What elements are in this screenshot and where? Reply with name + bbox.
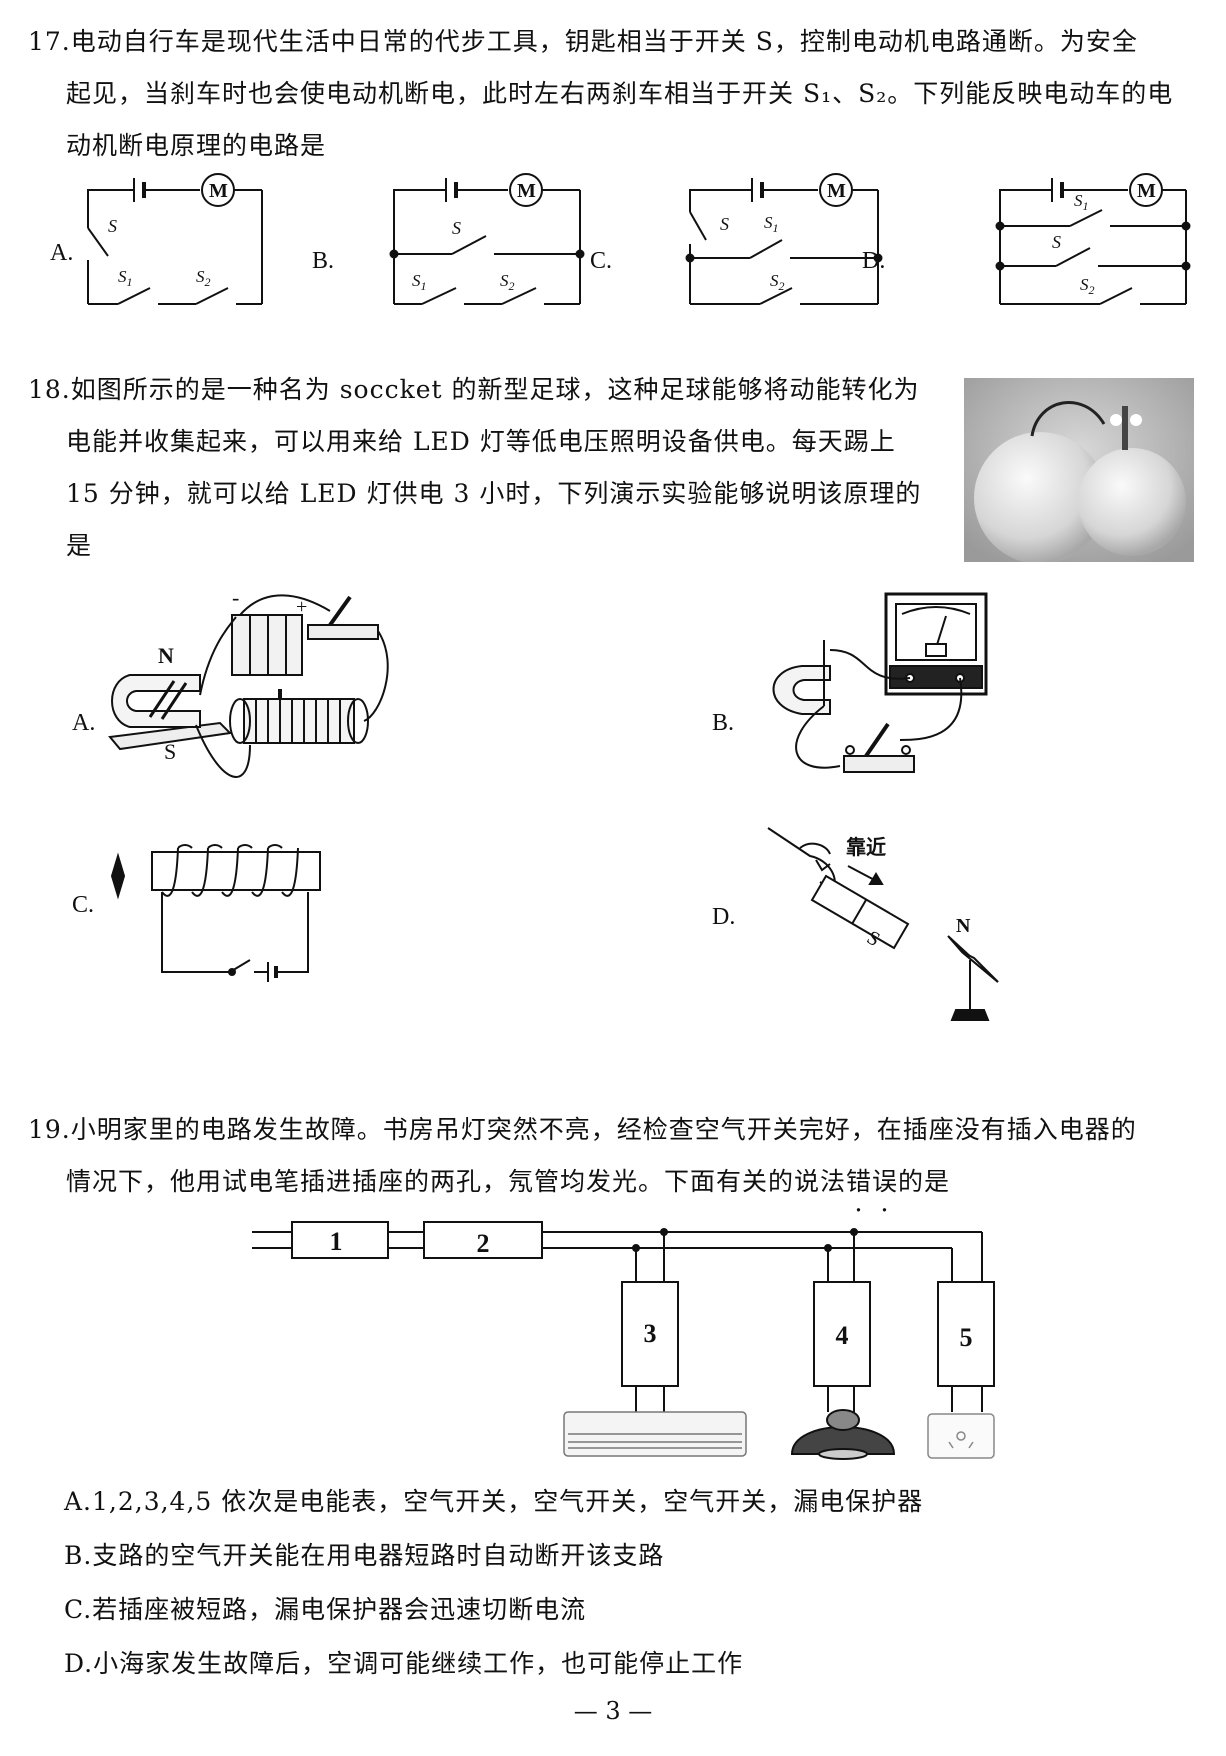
svg-text:S2: S2: [770, 271, 785, 293]
svg-text:2: 2: [477, 1229, 490, 1258]
svg-text:S: S: [108, 216, 117, 236]
svg-text:S2: S2: [500, 271, 515, 293]
q17-circuit-c: M S S1 S2: [685, 173, 883, 305]
q18-option-a-label[interactable]: A.: [72, 710, 96, 736]
q17-option-a-label[interactable]: A.: [50, 240, 74, 266]
q19-option-d[interactable]: D.小海家发生故障后，空调可能继续工作，也可能停止工作: [64, 1649, 744, 1678]
q19-option-a[interactable]: A.1,2,3,4,5 依次是电能表，空气开关，空气开关，空气开关，漏电保护器: [64, 1487, 924, 1516]
q18-option-d-label[interactable]: D.: [712, 904, 736, 930]
question-19: 19.小明家里的电路发生故障。书房吊灯突然不亮，经检查空气开关完好，在插座没有插…: [28, 1104, 1198, 1208]
q18-line3: 15 分钟，就可以给 LED 灯供电 3 小时，下列演示实验能够说明该原理的: [66, 479, 922, 508]
socket-icon: [927, 1413, 995, 1459]
svg-text:+: +: [296, 596, 307, 618]
svg-text:M: M: [517, 180, 536, 202]
svg-text:-: -: [232, 585, 239, 610]
svg-text:M: M: [827, 180, 846, 202]
svg-text:S: S: [1052, 232, 1061, 252]
svg-text:N: N: [158, 643, 174, 668]
lamp-icon: [790, 1409, 896, 1460]
svg-text:1: 1: [330, 1227, 343, 1256]
svg-text:3: 3: [644, 1319, 657, 1348]
svg-text:5: 5: [960, 1323, 973, 1352]
q17-line3: 动机断电原理的电路是: [66, 131, 327, 160]
page-number: — 3 —: [573, 1697, 653, 1725]
q19-option-b[interactable]: B.支路的空气开关能在用电器短路时自动断开该支路: [64, 1541, 665, 1570]
svg-text:M: M: [209, 180, 228, 202]
svg-text:N: N: [956, 915, 971, 937]
q18-experiment-d: S 靠近 N: [767, 827, 999, 1021]
q17-circuit-b: M S S1 S2: [389, 173, 585, 305]
q19-line2: 情况下，他用试电笔插进插座的两孔，氖管均发光。下面有关的说法错误的是: [28, 1156, 1198, 1208]
q19-option-c[interactable]: C.若插座被短路，漏电保护器会迅速切断电流: [64, 1595, 587, 1624]
q18-experiment-c: [110, 844, 321, 982]
arrow-icon: [868, 872, 884, 885]
svg-text:S1: S1: [118, 267, 133, 289]
svg-text:S: S: [452, 218, 461, 238]
svg-text:4: 4: [836, 1321, 849, 1350]
q17-option-c-label[interactable]: C.: [590, 248, 613, 274]
svg-text:靠近: 靠近: [846, 835, 886, 859]
q18-experiment-b: [772, 592, 988, 773]
question-18: 18.如图所示的是一种名为 soccket 的新型足球，这种足球能够将动能转化为…: [28, 364, 948, 572]
svg-text:S: S: [164, 739, 176, 764]
svg-text:S1: S1: [1074, 191, 1089, 213]
q18-line4: 是: [66, 531, 93, 560]
q19-line1: 19.小明家里的电路发生故障。书房吊灯突然不亮，经检查空气开关完好，在插座没有插…: [28, 1115, 1137, 1144]
q17-circuit-a: M S S1 S2: [87, 173, 263, 305]
soccket-ball-photo: [964, 378, 1194, 562]
q18-experiment-a: N S - +: [108, 585, 389, 778]
q17-circuit-d: M S1 S S2: [995, 173, 1191, 305]
q18-option-b-label[interactable]: B.: [712, 710, 735, 736]
svg-text:S1: S1: [764, 213, 779, 235]
svg-text:S2: S2: [196, 267, 211, 289]
question-17: 17.电动自行车是现代生活中日常的代步工具，钥匙相当于开关 S，控制电动机电路通…: [28, 16, 1198, 172]
q18-option-c-label[interactable]: C.: [72, 892, 95, 918]
svg-text:S: S: [720, 214, 729, 234]
q19-household-circuit: 1 2 3 4 5: [252, 1221, 995, 1460]
q18-line2: 电能并收集起来，可以用来给 LED 灯等低电压照明设备供电。每天踢上: [66, 427, 896, 456]
svg-text:S1: S1: [412, 271, 427, 293]
svg-text:S2: S2: [1080, 275, 1095, 297]
svg-text:M: M: [1137, 180, 1156, 202]
q18-line1: 18.如图所示的是一种名为 soccket 的新型足球，这种足球能够将动能转化为: [28, 375, 920, 404]
air-conditioner-icon: [563, 1411, 747, 1457]
q17-line2: 起见，当刹车时也会使电动机断电，此时左右两刹车相当于开关 S₁、S₂。下列能反映…: [66, 79, 1174, 108]
q17-option-b-label[interactable]: B.: [312, 248, 335, 274]
q17-line1: 17.电动自行车是现代生活中日常的代步工具，钥匙相当于开关 S，控制电动机电路通…: [28, 27, 1138, 56]
